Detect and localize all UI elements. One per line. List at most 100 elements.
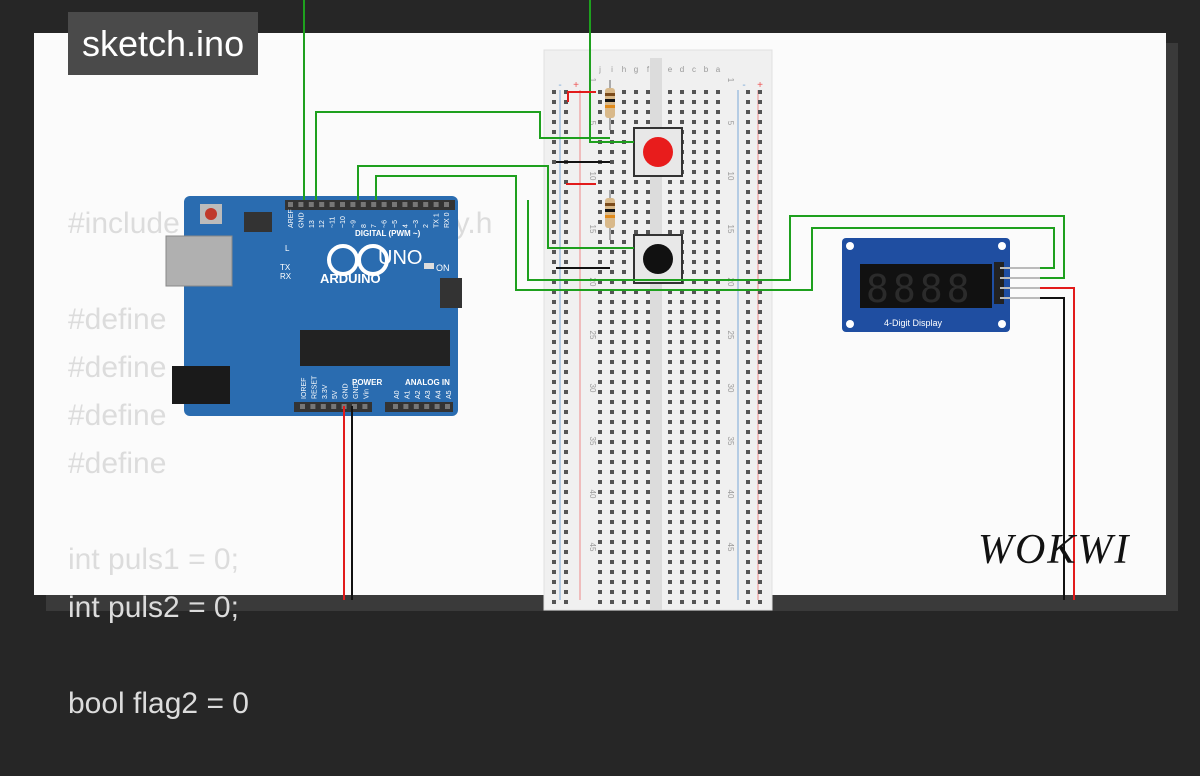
header-pin[interactable]: [350, 202, 356, 207]
reset-button-cap: [205, 208, 217, 220]
tm1637-display[interactable]: 8888 4-Digit Display: [842, 238, 1040, 332]
pin-label: ~9: [350, 220, 357, 228]
wires: [303, 0, 1075, 600]
on-led-label: ON: [436, 263, 450, 273]
pin-label: 3.3V: [322, 384, 329, 399]
breadboard-row-number: 20: [726, 278, 735, 287]
header-pin[interactable]: [433, 202, 439, 207]
rail-label-minus: -: [558, 80, 561, 91]
code-line: int puls2 = 0;: [68, 591, 239, 624]
code-line: #define: [68, 351, 167, 384]
display-digits: 8888: [866, 267, 974, 311]
arduino-uno-board[interactable]: ARDUINO UNO DIGITAL (PWM ~) POWER ANALOG…: [165, 196, 462, 416]
breadboard-row-number: 15: [726, 225, 735, 234]
breadboard-row-number: 10: [726, 172, 735, 181]
pushbutton-black[interactable]: [633, 234, 683, 284]
header-pin[interactable]: [310, 404, 316, 409]
pin-label: GND: [353, 383, 360, 399]
breadboard-row-number: 20: [588, 278, 597, 287]
led-label: TX: [280, 263, 291, 272]
button-cap-red: [643, 137, 673, 167]
header-pin[interactable]: [392, 202, 397, 207]
file-tab-title[interactable]: sketch.ino: [68, 12, 259, 75]
button-cap-black: [643, 244, 673, 274]
pin-label: 12: [319, 220, 326, 228]
wokwi-logo: WOKWI: [978, 527, 1131, 573]
header-pin[interactable]: [445, 404, 450, 409]
header-pin[interactable]: [308, 202, 314, 207]
header-pin[interactable]: [320, 404, 326, 409]
breadboard-column-label: j: [598, 65, 601, 74]
header-pin[interactable]: [329, 202, 335, 207]
header-pin[interactable]: [412, 202, 418, 207]
header-pin[interactable]: [360, 202, 366, 207]
breadboard-row-number: 1: [726, 78, 735, 83]
header-pin[interactable]: [381, 202, 387, 207]
breadboard-column-label: f: [647, 65, 650, 74]
header-pin[interactable]: [288, 202, 293, 207]
icsp2-header: [440, 278, 462, 308]
header-pin[interactable]: [340, 202, 345, 207]
breadboard-column-label: d: [680, 65, 684, 74]
header-pin[interactable]: [371, 202, 377, 207]
code-line: bool flag2 = 0: [68, 687, 249, 720]
breadboard-column-label: g: [634, 65, 638, 74]
wire-green: [589, 0, 634, 143]
pin-label: ~11: [330, 217, 337, 228]
pin-label: 8: [361, 224, 368, 228]
breadboard-row-number: 40: [726, 490, 735, 499]
header-pin[interactable]: [423, 202, 429, 207]
pin-label: GND: [298, 212, 305, 228]
header-pin[interactable]: [319, 202, 325, 207]
pin-label: IOREF: [301, 378, 308, 399]
header-pin[interactable]: [352, 404, 357, 409]
breadboard-row-number: 35: [726, 437, 735, 446]
digital-header: [285, 200, 455, 210]
header-pin[interactable]: [444, 202, 449, 207]
breadboard-row-number: 10: [588, 172, 597, 181]
pin-label: A3: [425, 390, 432, 399]
header-pin[interactable]: [300, 404, 305, 409]
pin-label: A0: [394, 390, 401, 399]
pin-label: 5V: [332, 390, 339, 399]
pin-label: TX 1: [434, 213, 441, 228]
breadboard-column-label: h: [622, 65, 626, 74]
wire-green: [527, 200, 1065, 281]
pushbutton-red[interactable]: [633, 127, 683, 177]
breadboard-row-number: 30: [726, 384, 735, 393]
code-line: #define: [68, 303, 167, 336]
pin-label: 2: [423, 224, 430, 228]
resistor[interactable]: [605, 190, 615, 240]
breadboard-row-number: 25: [588, 331, 597, 340]
wire-green: [375, 175, 1055, 291]
header-pin[interactable]: [413, 404, 419, 409]
breadboard-row-number: 45: [726, 543, 735, 552]
header-pin[interactable]: [298, 202, 304, 207]
usb-connector: [165, 235, 233, 287]
pin-label: 13: [309, 220, 316, 228]
header-pin[interactable]: [424, 404, 430, 409]
code-line: int puls1 = 0;: [68, 543, 239, 576]
pin-label: ~10: [340, 216, 347, 228]
header-pin[interactable]: [434, 404, 440, 409]
breadboard-row-number: 5: [726, 121, 735, 126]
breadboard-row-number: 35: [588, 437, 597, 446]
pin-label: ~6: [382, 220, 389, 228]
header-pin[interactable]: [402, 202, 408, 207]
code-line: #define: [68, 399, 167, 432]
analog-header: [385, 402, 453, 412]
header-pin[interactable]: [362, 404, 368, 409]
header-pin[interactable]: [403, 404, 409, 409]
led-label: L: [285, 244, 290, 253]
breadboard-column-label: a: [716, 65, 721, 74]
pin-label: AREF: [288, 209, 295, 228]
led-label: RX: [280, 272, 292, 281]
rail-label-plus: +: [757, 80, 763, 91]
header-pin[interactable]: [393, 404, 398, 409]
rail-label-minus: -: [742, 80, 745, 91]
resistor[interactable]: [605, 80, 615, 130]
pin-label: ~5: [392, 220, 399, 228]
header-pin[interactable]: [331, 404, 337, 409]
